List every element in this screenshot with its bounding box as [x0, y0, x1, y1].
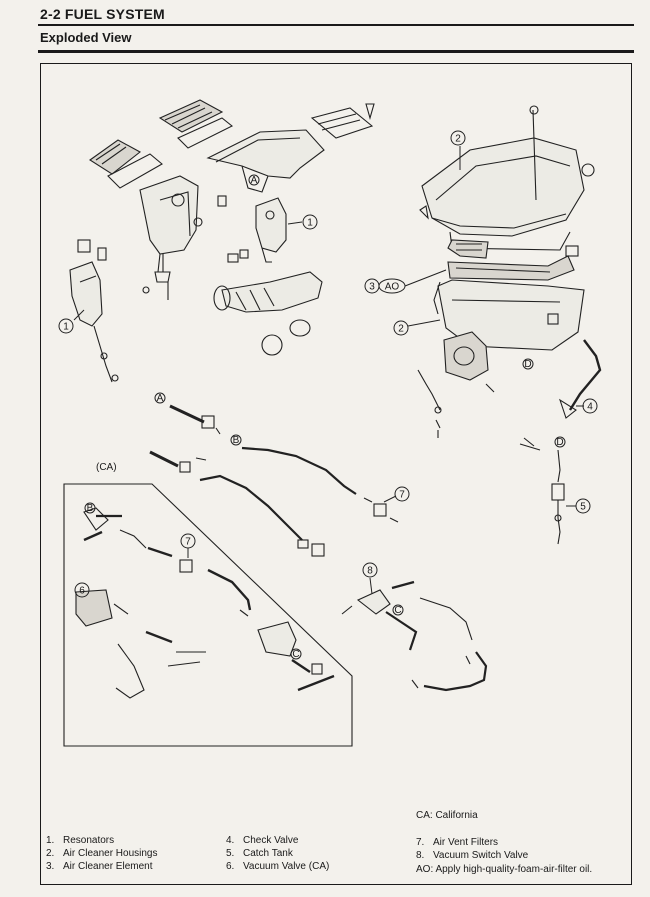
callout-5: 5 — [580, 502, 586, 513]
callouts: 1 1 2 2 3 AO 4 5 6 7 7 8 A — [58, 130, 598, 660]
connector-c-ca: C — [292, 649, 299, 660]
connector-a-top: A — [251, 175, 258, 186]
vent-hoses — [149, 404, 399, 557]
vacuum-switch-valve-lines — [341, 580, 488, 692]
callout-7-ca: 7 — [185, 537, 191, 548]
legend-item: 4.Check Valve — [226, 835, 299, 846]
ca-group-frame — [63, 483, 353, 747]
catch-tank — [551, 449, 565, 545]
callout-4: 4 — [587, 402, 593, 413]
legend-column-1: 1.Resonators 2.Air Cleaner Housings 3.Ai… — [46, 834, 158, 873]
legend-item: 3.Air Cleaner Element — [46, 861, 153, 872]
legend-item: 8.Vacuum Switch Valve — [416, 850, 529, 861]
legend-column-3: 7.Air Vent Filters 8.Vacuum Switch Valve — [416, 836, 528, 862]
legend-item: 7.Air Vent Filters — [416, 837, 499, 848]
callout-6: 6 — [79, 586, 85, 597]
subtitle-rule — [38, 50, 634, 53]
resonator-left — [139, 175, 199, 283]
intake-duct — [206, 129, 325, 193]
legend-item: 6.Vacuum Valve (CA) — [226, 861, 330, 872]
diagram-frame — [40, 63, 632, 885]
legend-item: 5.Catch Tank — [226, 848, 293, 859]
connector-d-tank: D — [556, 437, 563, 448]
callout-ao: AO — [385, 282, 400, 293]
header-rule — [38, 24, 634, 26]
page-subtitle: Exploded View — [40, 30, 132, 45]
legend-ao-note: AO: Apply high-quality-foam-air-filter o… — [416, 864, 593, 875]
connector-c-right: C — [394, 605, 401, 616]
resonator-side — [69, 239, 119, 383]
legend-item: 1.Resonators — [46, 835, 115, 846]
legend-item: 2.Air Cleaner Housings — [46, 848, 158, 859]
callout-2-bottom: 2 — [398, 324, 404, 335]
legend-column-2: 4.Check Valve 5.Catch Tank 6.Vacuum Valv… — [226, 834, 329, 873]
page-section-title: 2-2 FUEL SYSTEM — [40, 6, 165, 22]
callout-1-left: 1 — [63, 322, 69, 333]
connector-a-mid: A — [157, 393, 164, 404]
check-valve-hose — [519, 339, 602, 451]
air-cleaner-housing — [419, 105, 595, 351]
ca-group-label: (CA) — [96, 462, 117, 473]
callout-1-right: 1 — [307, 218, 313, 229]
callout-2-top: 2 — [455, 134, 461, 145]
rubber-duct — [142, 103, 375, 356]
callout-8: 8 — [367, 566, 373, 577]
callout-3: 3 — [369, 282, 375, 293]
holder-plate — [417, 331, 495, 438]
callout-7-right: 7 — [399, 490, 405, 501]
connector-b-mid: B — [233, 435, 240, 446]
resonator-center — [255, 197, 287, 263]
air-intake-screens — [89, 99, 374, 189]
connector-d-housing: D — [524, 359, 531, 370]
legend-ca-note: CA: California — [416, 810, 478, 821]
connector-b-ca: B — [87, 503, 94, 514]
